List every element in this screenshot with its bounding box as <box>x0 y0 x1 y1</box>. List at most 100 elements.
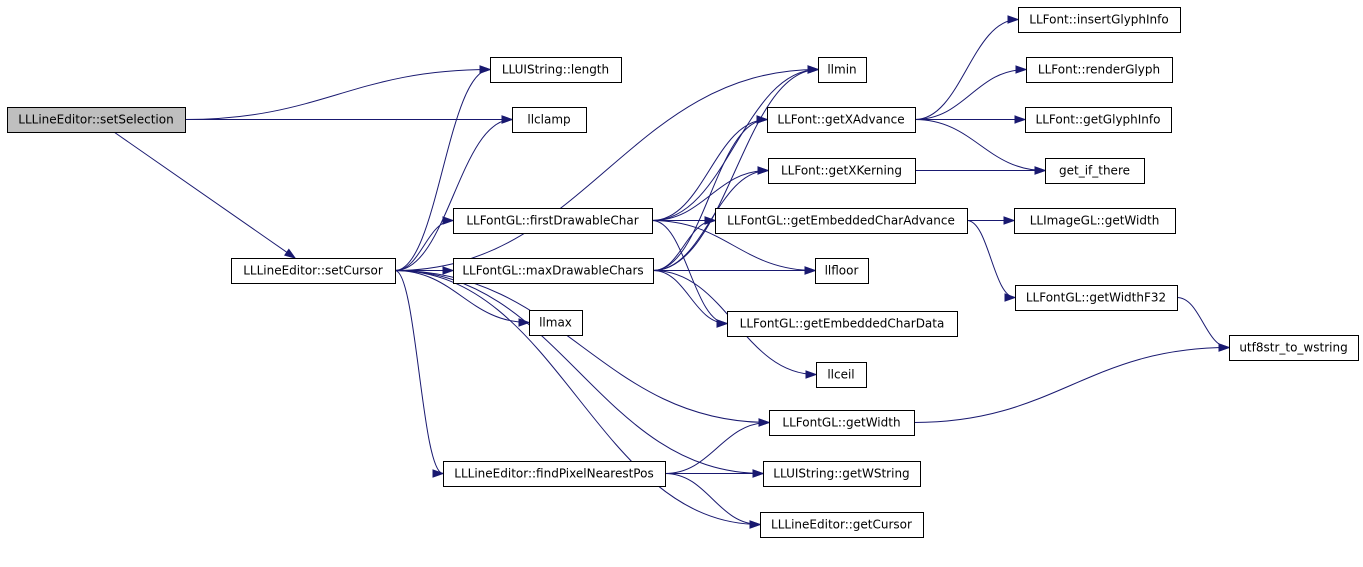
node-label: llfloor <box>825 264 859 278</box>
node-label: utf8str_to_wstring <box>1239 341 1347 355</box>
node-box <box>815 258 869 284</box>
node-max-drawable-chars[interactable]: LLFontGL::maxDrawableChars <box>453 258 654 284</box>
node-insert-glyph-info[interactable]: LLFont::insertGlyphInfo <box>1018 7 1181 33</box>
node-label: LLFontGL::getWidthF32 <box>1026 291 1166 305</box>
node-box <box>816 362 867 388</box>
node-box <box>1025 107 1172 133</box>
node-label: LLLineEditor::getCursor <box>771 518 912 532</box>
node-label: get_if_there <box>1059 164 1130 178</box>
node-get-if-there[interactable]: get_if_there <box>1045 158 1145 184</box>
node-box <box>767 107 916 133</box>
node-label: LLLineEditor::setCursor <box>243 264 383 278</box>
node-image-get-width[interactable]: LLImageGL::getWidth <box>1014 208 1176 234</box>
edge-set-cursor-to-get-wstring <box>394 270 765 478</box>
node-label: LLFontGL::firstDrawableChar <box>466 214 638 228</box>
node-get-xadvance[interactable]: LLFont::getXAdvance <box>767 107 916 133</box>
edge-set-cursor-to-get-cursor <box>394 270 762 529</box>
node-label: LLFont::getGlyphInfo <box>1036 113 1161 127</box>
node-get-cursor[interactable]: LLLineEditor::getCursor <box>760 512 924 538</box>
node-box <box>231 258 396 284</box>
node-box <box>768 158 916 184</box>
edge-get-embedded-char-advance-to-image-get-width <box>967 216 1016 225</box>
node-box <box>1229 335 1359 361</box>
node-box <box>1018 7 1181 33</box>
node-box <box>818 57 867 83</box>
node-length[interactable]: LLUIString::length <box>490 57 622 83</box>
node-label: LLLineEditor::setSelection <box>18 113 173 127</box>
node-set-selection[interactable]: LLLineEditor::setSelection <box>7 107 186 133</box>
node-render-glyph[interactable]: LLFont::renderGlyph <box>1026 57 1173 83</box>
node-label: LLFontGL::getEmbeddedCharAdvance <box>727 214 955 228</box>
node-box <box>1045 158 1145 184</box>
edge-find-pixel-nearest-pos-to-get-cursor <box>664 473 762 529</box>
node-box <box>769 410 915 436</box>
edge-max-drawable-chars-to-get-embedded-char-advance <box>652 216 717 271</box>
edge-get-width-f32-to-utf8str-to-wstring <box>1176 297 1231 352</box>
edge-find-pixel-nearest-pos-to-get-wstring <box>665 469 765 478</box>
node-find-pixel-nearest-pos[interactable]: LLLineEditor::findPixelNearestPos <box>443 461 666 487</box>
node-box <box>453 258 654 284</box>
node-get-width[interactable]: LLFontGL::getWidth <box>769 410 915 436</box>
edge-get-xkerning-to-get-if-there <box>914 166 1047 175</box>
node-llceil[interactable]: llceil <box>816 362 867 388</box>
edge-find-pixel-nearest-pos-to-get-width <box>664 418 771 474</box>
node-label: llmin <box>827 63 856 77</box>
node-box <box>512 107 587 133</box>
node-utf8str-to-wstring[interactable]: utf8str_to_wstring <box>1229 335 1359 361</box>
edge-get-xadvance-to-get-glyph-info <box>915 115 1027 124</box>
node-box <box>7 107 186 133</box>
node-label: LLUIString::length <box>502 63 609 77</box>
node-llmax[interactable]: llmax <box>529 310 583 336</box>
edge-max-drawable-chars-to-get-embedded-char-data <box>652 270 729 328</box>
node-llclamp[interactable]: llclamp <box>512 107 587 133</box>
node-label: LLFontGL::getEmbeddedCharData <box>740 317 945 331</box>
node-get-glyph-info[interactable]: LLFont::getGlyphInfo <box>1025 107 1172 133</box>
edge-set-selection-to-set-cursor <box>113 131 297 259</box>
edge-set-selection-to-length <box>184 65 492 120</box>
node-llmin[interactable]: llmin <box>818 57 867 83</box>
edge-first-drawable-char-to-get-xadvance <box>651 115 769 221</box>
node-box <box>727 311 958 337</box>
nodes-layer: LLLineEditor::setSelection LLUIString::le… <box>7 7 1359 538</box>
node-llfloor[interactable]: llfloor <box>815 258 869 284</box>
edge-max-drawable-chars-to-llfloor <box>652 266 817 275</box>
edge-set-cursor-to-find-pixel-nearest-pos <box>394 270 445 478</box>
node-label: LLFontGL::getWidth <box>782 416 900 430</box>
edge-max-drawable-chars-to-get-xadvance <box>652 115 769 271</box>
node-get-embedded-char-advance[interactable]: LLFontGL::getEmbeddedCharAdvance <box>715 208 968 234</box>
node-box <box>760 512 924 538</box>
node-label: LLFont::getXKerning <box>781 164 902 178</box>
node-get-xkerning[interactable]: LLFont::getXKerning <box>768 158 916 184</box>
node-box <box>1026 57 1173 83</box>
node-get-embedded-char-data[interactable]: LLFontGL::getEmbeddedCharData <box>727 311 958 337</box>
node-label: LLLineEditor::findPixelNearestPos <box>454 467 653 481</box>
edge-get-width-to-utf8str-to-wstring <box>913 343 1231 423</box>
node-label: llceil <box>827 368 854 382</box>
edge-get-xadvance-to-render-glyph <box>914 65 1028 120</box>
node-label: LLFont::renderGlyph <box>1038 63 1160 77</box>
node-box <box>1015 285 1178 311</box>
node-box <box>715 208 968 234</box>
node-get-width-f32[interactable]: LLFontGL::getWidthF32 <box>1015 285 1178 311</box>
edge-set-cursor-to-llclamp <box>394 115 514 271</box>
node-get-wstring[interactable]: LLUIString::getWString <box>763 461 921 487</box>
node-box <box>763 461 921 487</box>
edge-set-cursor-to-first-drawable-char <box>394 216 455 271</box>
node-box <box>529 310 583 336</box>
node-set-cursor[interactable]: LLLineEditor::setCursor <box>231 258 396 284</box>
node-box <box>1014 208 1176 234</box>
node-box <box>443 461 666 487</box>
edge-set-cursor-to-llmin <box>394 65 820 271</box>
node-first-drawable-char[interactable]: LLFontGL::firstDrawableChar <box>453 208 653 234</box>
node-label: LLFont::getXAdvance <box>777 113 904 127</box>
node-box <box>490 57 622 83</box>
node-label: LLUIString::getWString <box>773 467 909 481</box>
node-label: LLImageGL::getWidth <box>1030 214 1160 228</box>
node-label: LLFont::insertGlyphInfo <box>1029 13 1168 27</box>
node-label: llmax <box>539 316 572 330</box>
edge-set-cursor-to-length <box>394 65 492 271</box>
edge-get-xadvance-to-insert-glyph-info <box>914 15 1020 120</box>
node-label: llclamp <box>527 113 570 127</box>
node-label: LLFontGL::maxDrawableChars <box>462 264 643 278</box>
